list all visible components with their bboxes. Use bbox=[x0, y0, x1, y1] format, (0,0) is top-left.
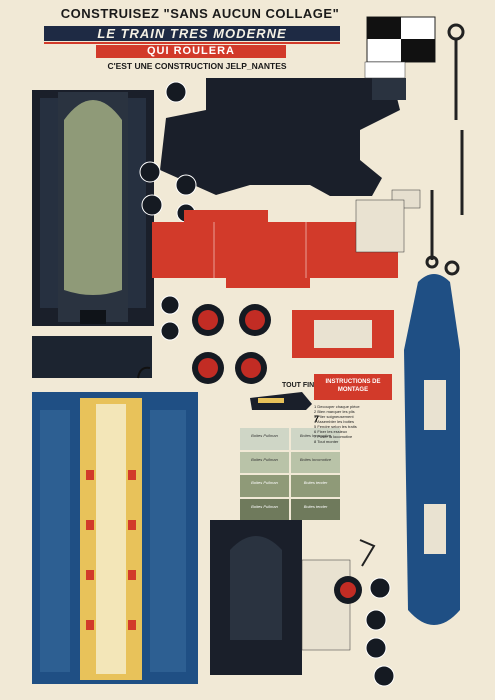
red-tender-piece bbox=[152, 199, 405, 288]
header-banner-title: LE TRAIN TRES MODERNE bbox=[44, 26, 340, 41]
box-tile: Boites Pullman bbox=[240, 498, 289, 520]
instructions-box: INSTRUCTIONS DE MONTAGE bbox=[314, 374, 392, 400]
tout-fini-label: TOUT FINI bbox=[282, 382, 317, 389]
box-tile: Boites tender bbox=[291, 475, 340, 497]
instruction-step: 5 Fendre selon les traits bbox=[314, 424, 357, 429]
blue-carriage-piece bbox=[404, 274, 460, 625]
header-line-1: CONSTRUISEZ "SANS AUCUN COLLAGE" bbox=[60, 6, 340, 21]
box-tile-grid: Boites Pullman Boites locomotive Boites … bbox=[240, 428, 340, 520]
box-tile: Boites locomotive bbox=[291, 428, 340, 450]
locomotive-roof-piece bbox=[160, 61, 421, 209]
spoked-wheels bbox=[192, 304, 271, 384]
instruction-step: 2 Bien marquer les plis bbox=[314, 409, 355, 414]
box-tile: Boites tender bbox=[291, 498, 340, 520]
locomotive-cab-piece bbox=[210, 520, 351, 675]
instruction-steps: 1 Decouper chaque pièce 2 Bien marquer l… bbox=[314, 404, 394, 444]
left-chassis-piece bbox=[32, 90, 154, 326]
red-box-piece bbox=[292, 310, 394, 358]
finished-train-illustration bbox=[250, 392, 312, 410]
instruction-step: 6 Fixer les essieux bbox=[314, 429, 348, 434]
dark-panel bbox=[32, 336, 152, 378]
box-tile: Boites Pullman bbox=[240, 428, 289, 450]
box-tile: Boites Pullman bbox=[240, 475, 289, 497]
pullman-coach-piece bbox=[32, 392, 198, 684]
header-maker-line: C'EST UNE CONSTRUCTION JELP_NANTES bbox=[107, 61, 287, 71]
banner-stripe bbox=[44, 42, 340, 44]
instruction-step: 7 Poser la locomotive bbox=[314, 434, 353, 439]
instruction-step: 1 Decouper chaque pièce bbox=[314, 404, 360, 409]
small-wheels-top bbox=[139, 81, 197, 223]
small-wheels-bottom bbox=[365, 577, 395, 687]
instruction-step: 4 Assembler les boites bbox=[314, 419, 355, 424]
header-banner-subtitle: QUI ROULERA bbox=[96, 45, 286, 58]
marker-seven: 7 bbox=[314, 414, 320, 424]
instruction-step: 8 Tout monter bbox=[314, 439, 339, 444]
box-tile: Boites Pullman bbox=[240, 451, 289, 473]
box-tile: Boites locomotive bbox=[291, 451, 340, 473]
instruction-step: 3 Plier soigneusement bbox=[314, 414, 354, 419]
coupler-rods bbox=[425, 23, 465, 276]
